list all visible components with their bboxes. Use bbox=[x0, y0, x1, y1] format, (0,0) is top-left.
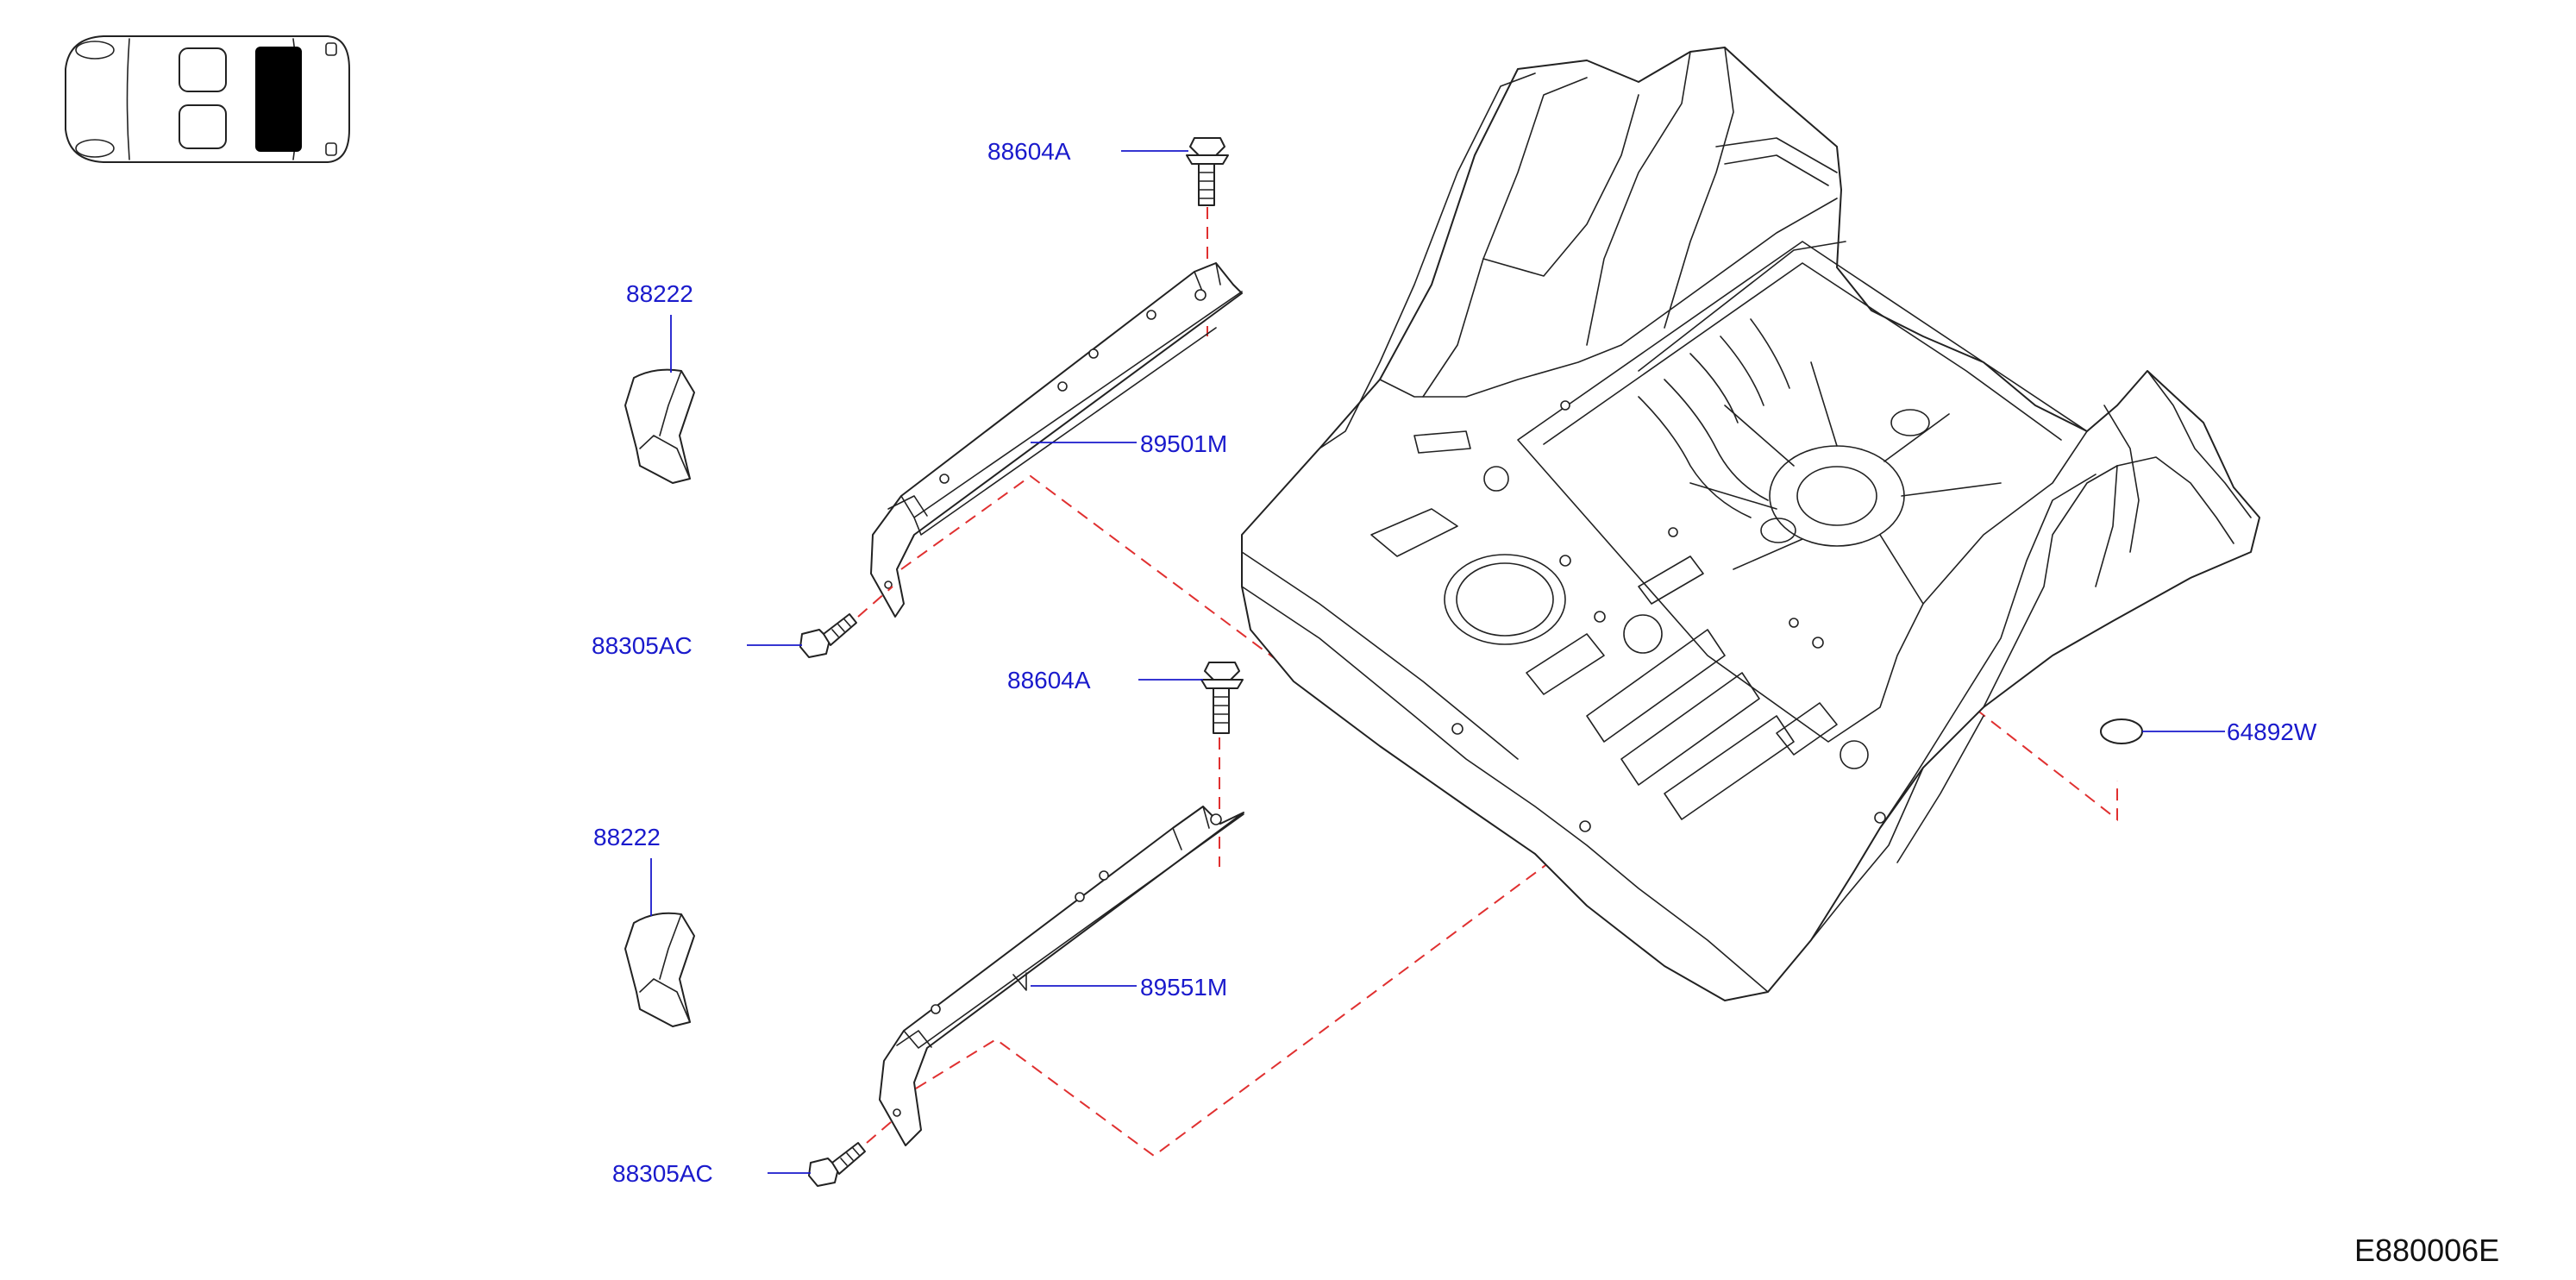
rear-floor-panel bbox=[1241, 47, 2260, 1001]
callout-88604a-lower: 88604A bbox=[1007, 667, 1091, 693]
callout-88305ac-upper: 88305AC bbox=[592, 632, 693, 659]
bolt-88604a-lower bbox=[1200, 662, 1244, 734]
rail-89501m-upper bbox=[870, 262, 1243, 618]
highlight-rear-floor bbox=[255, 47, 302, 152]
bolt-88604a-upper bbox=[1186, 137, 1229, 206]
callout-89501m-upper: 89501M bbox=[1140, 430, 1227, 457]
callout-88305ac-lower: 88305AC bbox=[612, 1160, 713, 1187]
car-top-view-icon bbox=[65, 35, 350, 163]
plug-64892w bbox=[2100, 718, 2143, 744]
callout-88604a-upper: 88604A bbox=[987, 138, 1071, 165]
screw-88305ac-upper bbox=[799, 613, 857, 658]
bracket-88222-lower bbox=[624, 912, 695, 1027]
screw-88305ac-lower bbox=[808, 1142, 866, 1187]
rail-89551m-lower bbox=[879, 806, 1244, 1146]
callout-88222-lower: 88222 bbox=[593, 824, 661, 850]
bracket-88222-upper bbox=[624, 368, 695, 484]
callout-64892w: 64892W bbox=[2227, 718, 2317, 745]
callout-88222-upper: 88222 bbox=[626, 280, 693, 307]
callout-89551m-lower: 89551M bbox=[1140, 974, 1227, 1001]
diagram-code: E880006E bbox=[2354, 1233, 2499, 1268]
